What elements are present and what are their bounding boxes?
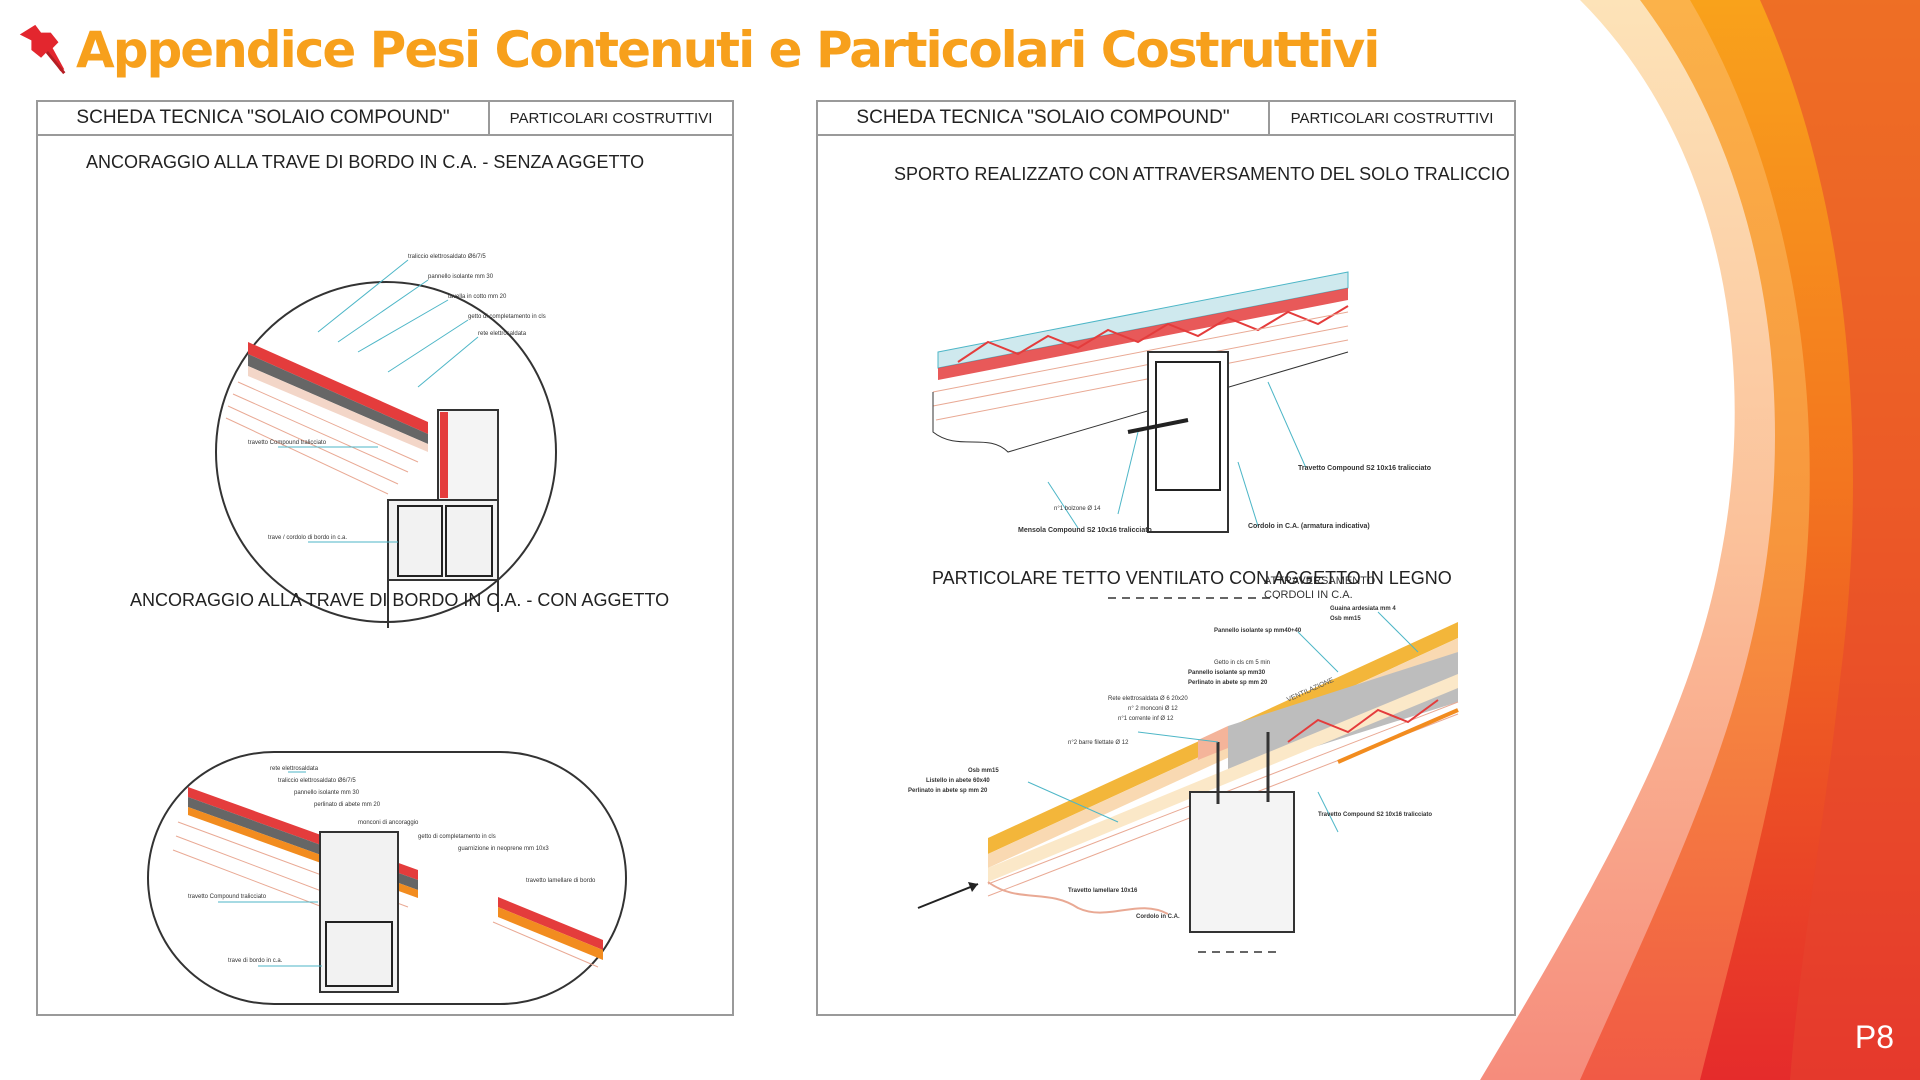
detail-drawing-ventilated-roof (917, 611, 1459, 953)
drawing-label: trave / cordolo di bordo in c.a. (268, 535, 347, 541)
drawing-label: getto di completamento in cls (418, 834, 496, 840)
detail-drawing-overhang-truss (932, 271, 1349, 599)
label-layer-overhang-truss: Travetto Compound S2 10x16 tralicciato n… (1018, 465, 1431, 601)
drawing-label: Travetto Compound S2 10x16 tralicciato (1298, 465, 1431, 472)
drawing-label: traliccio elettrosaldato Ø6/7/5 (408, 254, 486, 260)
page-number: P8 (1854, 1019, 1894, 1055)
title-bar: Appendice Pesi Contenuti e Particolari C… (14, 14, 1380, 86)
label-layer-with-overhang: rete elettrosaldata traliccio elettrosal… (188, 766, 596, 964)
detail-drawing-with-overhang (147, 751, 627, 1005)
drawing-label: Getto in cls cm 5 min (1214, 660, 1270, 666)
drawing-label: Rete elettrosaldata Ø 6 20x20 (1108, 696, 1188, 702)
technical-sheet-right: SCHEDA TECNICA "SOLAIO COMPOUND" PARTICO… (816, 100, 1516, 1016)
drawing-label: Pannello isolante sp mm30 (1188, 670, 1266, 676)
drawing-label: Cordolo in C.A. (armatura indicativa) (1248, 523, 1370, 530)
drawing-label: Cordolo in C.A. (1136, 914, 1180, 920)
drawing-label: trave di bordo in c.a. (228, 958, 283, 964)
detail-drawing-no-overhang (215, 259, 557, 628)
drawing-label: n°2 barre filettate Ø 12 (1068, 740, 1129, 746)
label-layer-no-overhang: traliccio elettrosaldato Ø6/7/5 pannello… (248, 254, 546, 541)
slide-title: Appendice Pesi Contenuti e Particolari C… (76, 21, 1380, 79)
drawing-label: rete elettrosaldata (270, 766, 319, 772)
section-title-overhang-truss: SPORTO REALIZZATO CON ATTRAVERSAMENTO DE… (894, 164, 1510, 184)
drawing-label: monconi di ancoraggio (358, 820, 419, 826)
sheet-header-title: SCHEDA TECNICA "SOLAIO COMPOUND" (818, 102, 1270, 134)
sheet-header: SCHEDA TECNICA "SOLAIO COMPOUND" PARTICO… (38, 102, 732, 136)
sheet-header: SCHEDA TECNICA "SOLAIO COMPOUND" PARTICO… (818, 102, 1514, 136)
drawing-label: tavella in cotto mm 20 (448, 294, 507, 300)
drawing-label: CORDOLI IN C.A. (1264, 589, 1353, 601)
drawing-label: pannello isolante mm 30 (294, 790, 360, 796)
drawing-label: traliccio elettrosaldato Ø6/7/5 (278, 778, 356, 784)
drawing-label: perlinato di abete mm 20 (314, 802, 381, 808)
drawing-label: n°1 corrente inf Ø 12 (1118, 716, 1174, 722)
drawing-label: Pannello isolante sp mm40+40 (1214, 628, 1302, 634)
drawing-label: rete elettrosaldata (478, 331, 527, 337)
drawing-label: Guaina ardesiata mm 4 (1330, 606, 1396, 612)
section-title-ventilated-roof: PARTICOLARE TETTO VENTILATO CON AGGETTO … (932, 568, 1452, 588)
drawing-label: Listello in abete 60x40 (926, 778, 990, 784)
drawing-label: guarnizione in neoprene mm 10x3 (458, 846, 549, 852)
drawing-label: VENTILAZIONE (1286, 677, 1335, 704)
drawing-label: pannello isolante mm 30 (428, 274, 494, 280)
drawing-label: n° 2 monconi Ø 12 (1128, 706, 1178, 712)
section-title-no-overhang: ANCORAGGIO ALLA TRAVE DI BORDO IN C.A. -… (86, 152, 645, 172)
drawing-label: travetto Compound tralicciato (188, 894, 267, 900)
drawing-label: Travetto Compound S2 10x16 tralicciato (1318, 812, 1432, 818)
drawing-label: travetto lamellare di bordo (526, 878, 596, 884)
drawing-label: Mensola Compound S2 10x16 tralicciato (1018, 527, 1152, 534)
drawing-label: Travetto lamellare 10x16 (1068, 888, 1138, 894)
technical-sheet-left: SCHEDA TECNICA "SOLAIO COMPOUND" PARTICO… (36, 100, 734, 1016)
drawing-label: n°1 bolzone Ø 14 (1054, 506, 1101, 512)
drawing-label: Perlinato in abete sp mm 20 (908, 788, 988, 794)
drawing-label: travetto Compound tralicciato (248, 440, 327, 446)
drawing-label: Perlinato in abete sp mm 20 (1188, 680, 1268, 686)
drawing-label: Osb mm15 (1330, 616, 1361, 622)
drawing-label: getto di completamento in cls (468, 314, 546, 320)
sheet-header-title: SCHEDA TECNICA "SOLAIO COMPOUND" (38, 102, 490, 134)
sheet-header-subtitle: PARTICOLARI COSTRUTTIVI (1290, 109, 1494, 127)
drawing-label: ATTRAVERSAMENTO (1264, 575, 1376, 587)
sheet-header-subtitle: PARTICOLARI COSTRUTTIVI (509, 109, 713, 127)
drawing-label: Osb mm15 (968, 768, 999, 774)
section-title-with-overhang: ANCORAGGIO ALLA TRAVE DI BORDO IN C.A. -… (130, 590, 670, 610)
label-layer-ventilated-roof: Guaina ardesiata mm 4 Osb mm15 Pannello … (908, 606, 1432, 920)
pushpin-icon (19, 24, 66, 75)
